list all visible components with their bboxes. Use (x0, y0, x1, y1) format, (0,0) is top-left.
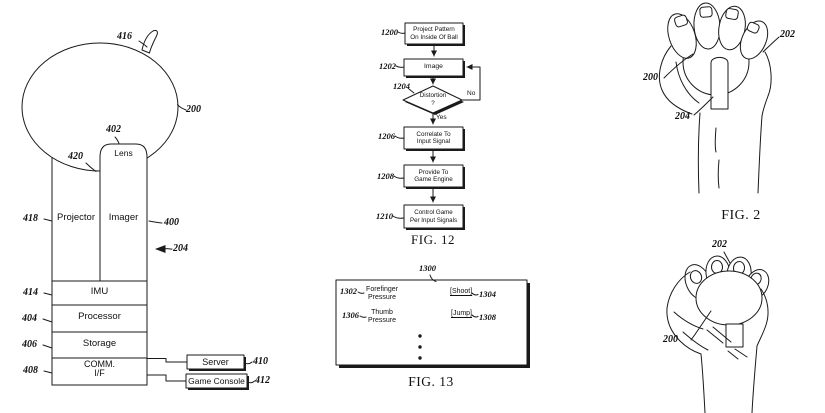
comm-if-label: COMM. I/F (84, 359, 115, 379)
ref-200-ball-top: 200 (643, 72, 658, 83)
ellipsis-dot (418, 345, 422, 349)
ellipsis-dot (418, 356, 422, 360)
ref-202-hand-top: 202 (780, 29, 795, 40)
ref-1300: 1300 (419, 263, 436, 273)
step-1206-label: Correlate To Input Signal (416, 130, 451, 145)
shoot-action-label: [Shoot] (450, 288, 473, 295)
fingernail (674, 14, 688, 28)
ref-1308: 1308 (479, 312, 496, 322)
hand-top-art (658, 2, 780, 194)
mapping-box-art (335, 274, 530, 368)
game-console-box (185, 373, 248, 389)
device-diagram-art (21, 29, 255, 390)
mapping-1300-box (335, 279, 528, 366)
thumb-pressure-label: Thumb Pressure (367, 309, 396, 324)
ref-1302: 1302 (340, 286, 357, 296)
ellipsis-dot (418, 334, 422, 338)
imu-label: IMU (90, 286, 109, 297)
ref-404-processor: 404 (22, 313, 37, 324)
yes-branch-label: Yes (436, 114, 447, 121)
flowchart-art (392, 22, 481, 230)
ref-1208: 1208 (377, 171, 394, 181)
ref-418-projector: 418 (23, 213, 38, 224)
ref-1304: 1304 (479, 289, 496, 299)
step-1200-label: Project Pattern On Inside Of Ball (410, 26, 458, 41)
decision-1204-label: Distortion ? (419, 92, 447, 107)
ball-in-hand (695, 270, 763, 326)
step-1210-label: Control Game Per Input Signals (409, 209, 458, 224)
processor-label: Processor (78, 311, 121, 322)
ref-412-game-console: 412 (255, 375, 270, 386)
step-1208-label: Provide To Game Engine (414, 168, 453, 183)
stem-icon (725, 323, 744, 348)
hand-bottom-art (666, 251, 770, 413)
antenna-icon (141, 29, 158, 54)
ref-202-hand-bottom: 202 (712, 239, 727, 250)
projector-label: Projector (56, 212, 95, 223)
ref-1204: 1204 (393, 81, 410, 91)
ref-408-comm: 408 (23, 365, 38, 376)
forefinger-pressure-label: Forefinger Pressure (366, 286, 398, 301)
game-console-label: Game Console (188, 376, 245, 386)
ref-204-stem-top: 204 (675, 111, 690, 122)
step-1210-box (403, 204, 464, 229)
ref-200-ball: 200 (186, 104, 201, 115)
fingernail (746, 21, 760, 34)
stem-icon (710, 56, 729, 110)
ref-1210: 1210 (376, 211, 393, 221)
step-1202-label: Image (424, 63, 443, 71)
ref-1306: 1306 (342, 310, 359, 320)
ref-410-server: 410 (253, 356, 268, 367)
ref-416-antenna: 416 (117, 31, 132, 42)
ref-402-lens: 402 (106, 124, 121, 135)
fig2-caption: FIG. 2 (721, 208, 761, 223)
jump-action-label: [Jump] (451, 310, 473, 317)
server-label: Server (202, 357, 229, 367)
fingernail (699, 6, 713, 18)
ref-1202: 1202 (379, 61, 396, 71)
ref-1200: 1200 (381, 27, 398, 37)
lens-dome (99, 143, 148, 177)
ref-406-storage: 406 (22, 339, 37, 350)
imager-label: Imager (108, 212, 139, 223)
ref-204-assembly: 204 (173, 243, 188, 254)
fingernail (725, 8, 739, 20)
fig13-caption: FIG. 13 (408, 374, 454, 389)
ref-400-imager: 400 (164, 217, 179, 228)
server-box (186, 354, 245, 370)
ref-420: 420 (68, 151, 83, 162)
fig12-caption: FIG. 12 (411, 232, 455, 247)
assembly-arrow-icon (155, 245, 166, 253)
ref-200-ball-bottom: 200 (663, 334, 678, 345)
no-branch-label: No (467, 90, 476, 97)
ref-414-imu: 414 (23, 287, 38, 298)
lens-label: Lens (114, 148, 133, 158)
ref-1206: 1206 (378, 131, 395, 141)
storage-label: Storage (82, 338, 117, 349)
fingernail (689, 270, 703, 284)
